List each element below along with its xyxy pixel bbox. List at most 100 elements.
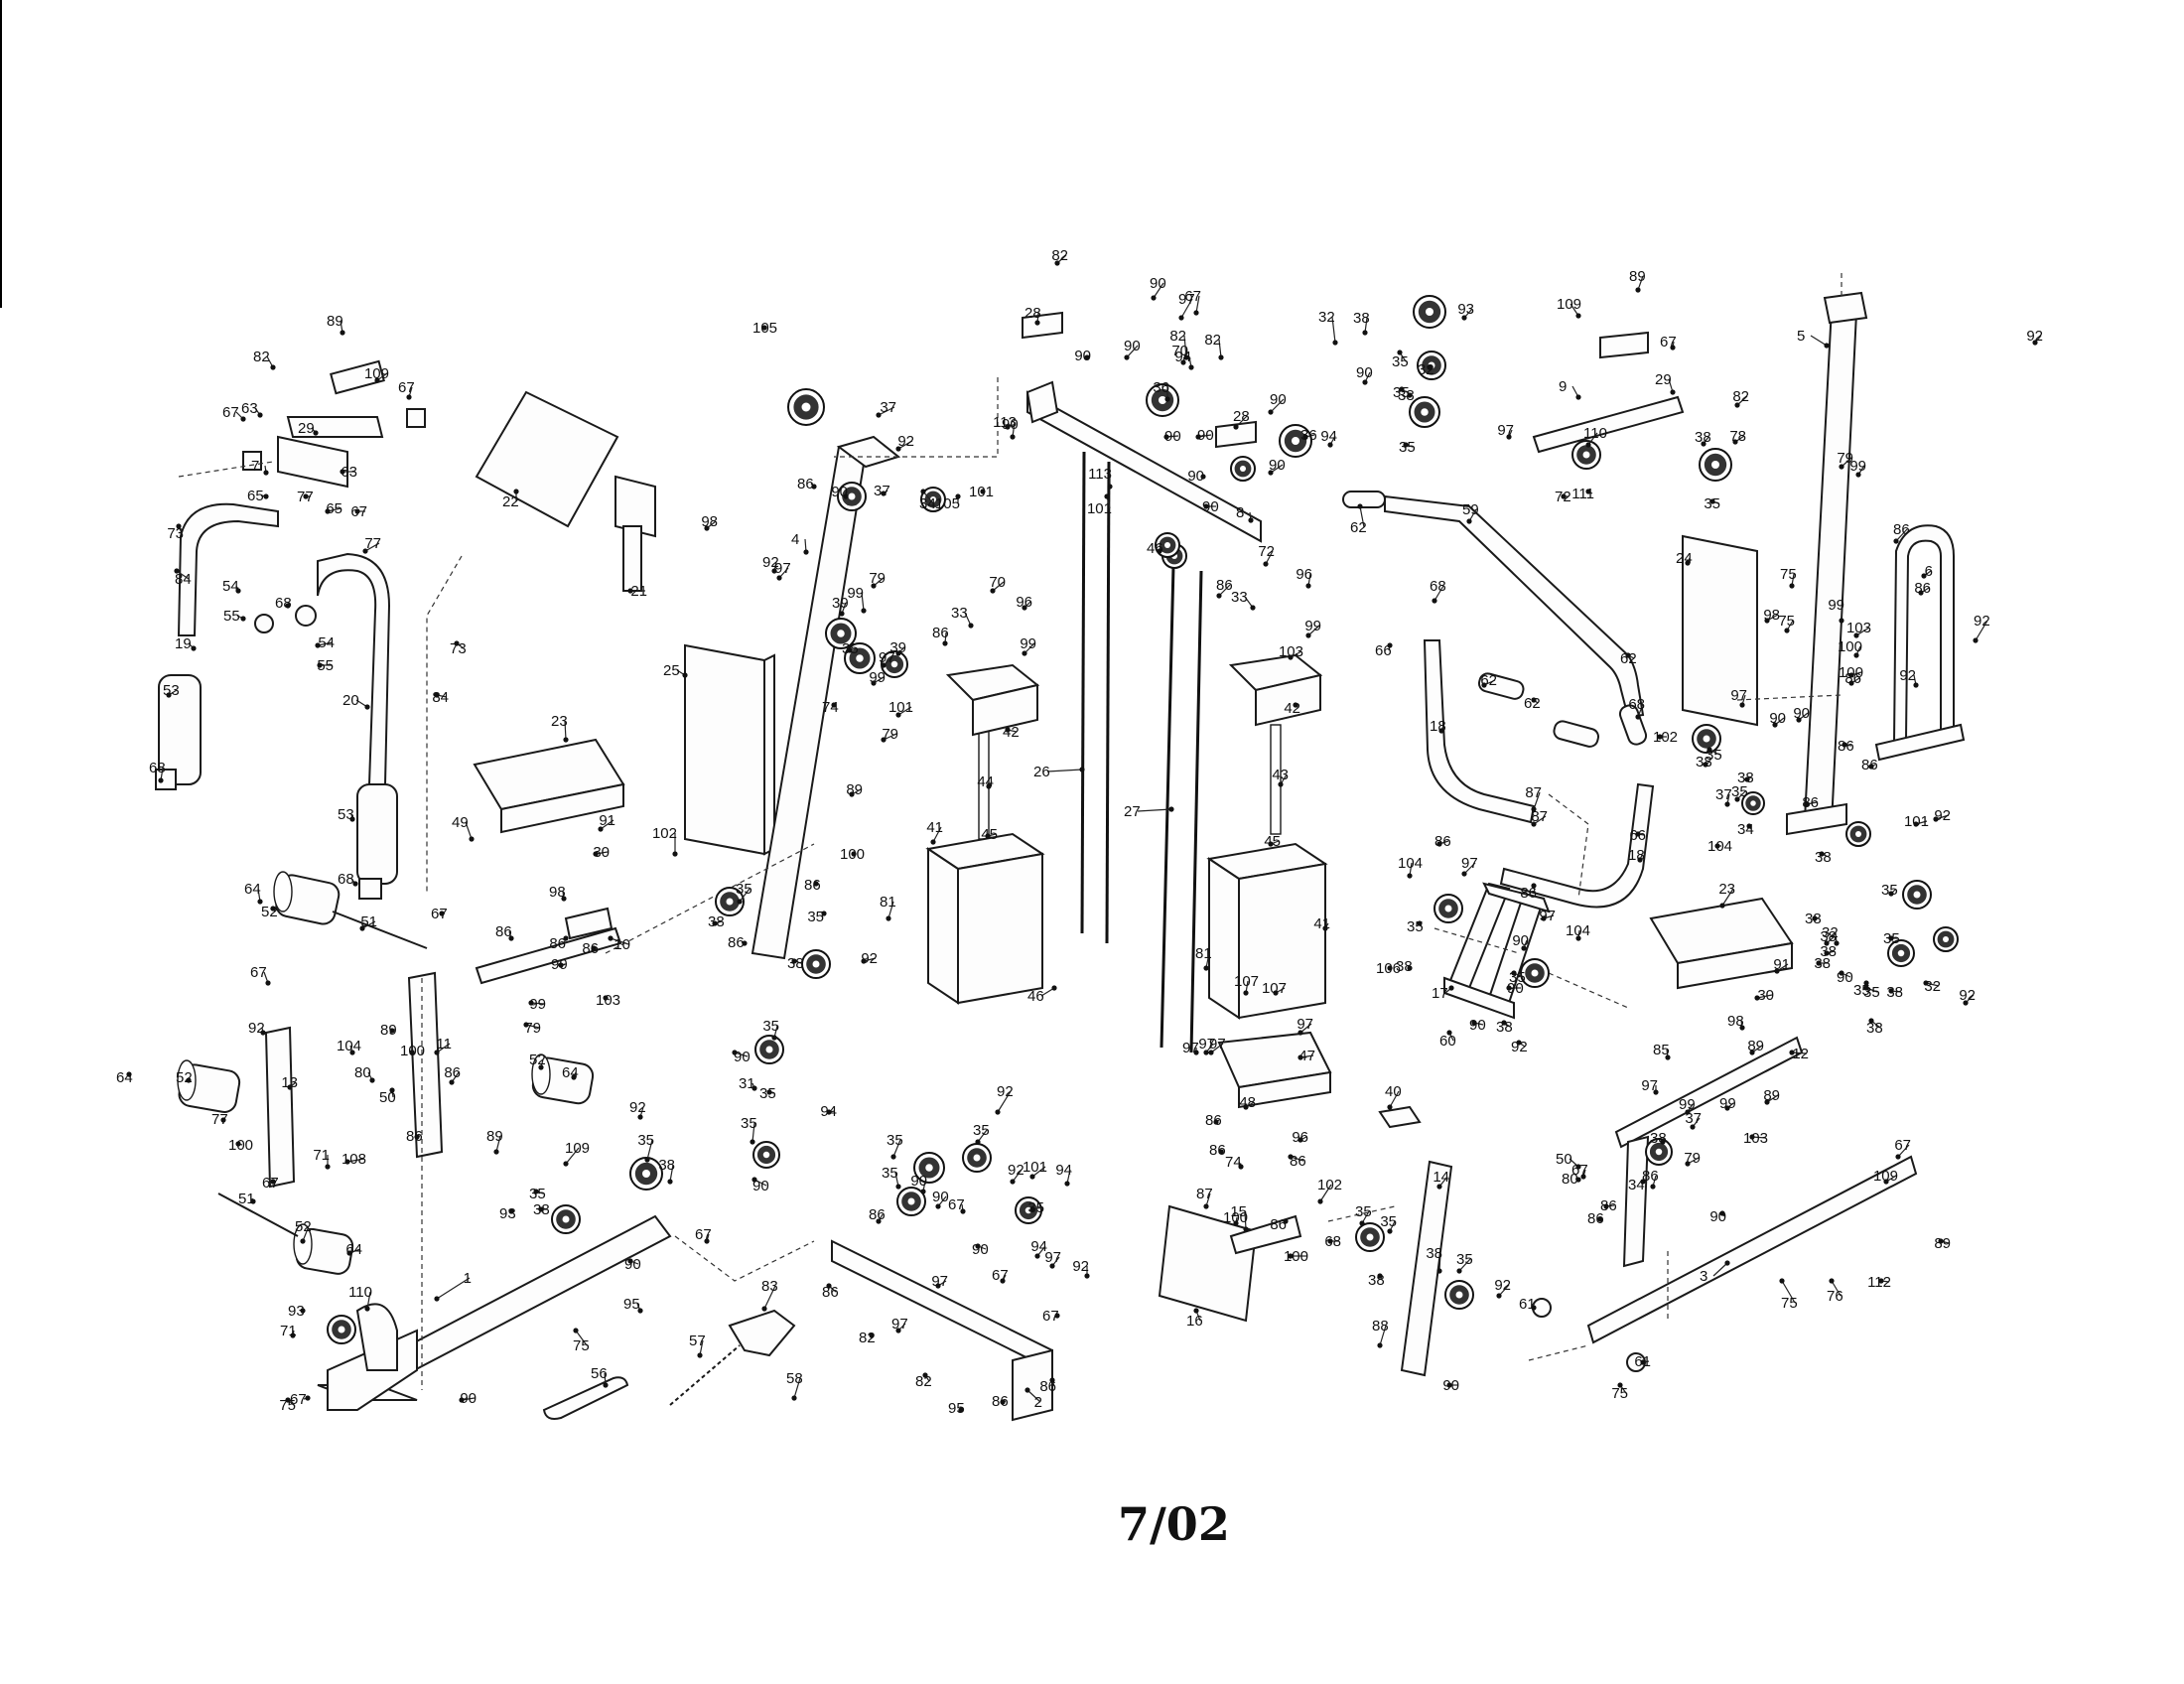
leader-line <box>861 592 865 612</box>
leader-dot <box>1617 1382 1623 1388</box>
pulley-mark <box>629 1157 663 1191</box>
callout-nut-92-13: 92 <box>1494 1277 1511 1299</box>
callout-nut-86-20: 86 <box>1520 883 1537 902</box>
part-number-label: 52 <box>295 1218 312 1235</box>
seat-bracket-left <box>564 907 614 940</box>
part-number-label: 61 <box>1519 1296 1536 1313</box>
leader-dot <box>1597 1216 1603 1222</box>
part-number-label: 100 <box>400 1043 425 1059</box>
part-number-label: 68 <box>1628 696 1645 713</box>
part-number-label: 35 <box>1456 1251 1473 1268</box>
leader-dot <box>593 851 599 857</box>
part-number-label: 100 <box>1838 638 1862 655</box>
leader-dot <box>1496 1293 1502 1299</box>
part-number-label: 38 <box>1396 958 1413 975</box>
callout-bolt-82-1: 82 <box>1051 247 1068 266</box>
callout-bolt-79-2: 79 <box>881 726 898 743</box>
press-arm-left-shape <box>1423 639 1536 824</box>
part-number-label: 68 <box>275 595 292 612</box>
callout-bolt-75-3: 75 <box>1779 1278 1798 1312</box>
callout-pulley-6: 35 <box>1706 747 1722 764</box>
callout-bolt-75-4: 75 <box>1611 1382 1628 1402</box>
chain-hook-plate <box>355 1303 398 1371</box>
leader-dot <box>1084 354 1090 360</box>
callout-pin-knob-2: 72 <box>1555 489 1571 505</box>
left-edge-mark <box>0 0 2 308</box>
leader-dot <box>1878 1278 1884 1284</box>
leader-dot <box>1918 590 1924 596</box>
callout-curl-arm-outer: 19 <box>175 635 197 652</box>
leader-dot <box>1541 915 1547 921</box>
callout-pulley-clip-1: 37 <box>876 399 896 418</box>
foam-axle-a <box>332 911 428 949</box>
callout-bolt-105-1: 105 <box>752 320 777 337</box>
part-number-label: 75 <box>1611 1385 1628 1402</box>
callout-base-frame-center: 2 <box>1024 1387 1042 1411</box>
callout-bolt-102-1: 102 <box>652 825 678 857</box>
callout-bolt-79-1: 79 <box>869 570 886 589</box>
callout-bushing-2: 55 <box>317 657 334 674</box>
callout-guide-rod-left: 26 <box>1033 764 1085 780</box>
leader-dot <box>1193 1308 1199 1314</box>
callout-pulley-22: 35 <box>1355 1203 1372 1226</box>
leader-dot <box>960 1208 966 1214</box>
part-number-label: 29 <box>1655 371 1672 388</box>
part-number-label: 35 <box>1392 353 1409 370</box>
leader-line <box>1046 769 1083 772</box>
callout-pivot-bolt-1: 65 <box>247 488 269 504</box>
upright-right-top <box>1823 291 1868 325</box>
leader-dot <box>1022 605 1027 611</box>
leader-dot <box>1706 747 1712 753</box>
part-number-label: 90 <box>734 1049 751 1065</box>
leader-dot <box>1863 985 1869 991</box>
part-number-label: 113 <box>1088 466 1112 483</box>
part-number-label: 92 <box>1072 1258 1089 1275</box>
callout-nut-86-1: 86 <box>797 476 817 492</box>
leader-dot <box>697 1352 703 1358</box>
part-number-label: 6 <box>1925 563 1933 580</box>
callout-washer-97-6: 97 <box>1539 908 1556 924</box>
back-pad-right-shape <box>1682 534 1758 727</box>
top-weight-left-side <box>972 683 1038 737</box>
part-number-label: 53 <box>338 806 354 823</box>
callout-pulley-26: 35 <box>1380 1213 1397 1234</box>
part-number-label: 70 <box>989 574 1006 591</box>
leader-dot <box>591 945 597 951</box>
callout-bolt-84-1: 84 <box>174 568 192 588</box>
leader-line <box>751 1122 755 1143</box>
callout-bolt-80-1: 80 <box>354 1064 375 1083</box>
callout-nut-86-11: 86 <box>1838 738 1854 755</box>
pulley-mark <box>837 482 867 511</box>
callout-nut-92-4: 92 <box>629 1099 646 1120</box>
part-number-label: 86 <box>1434 833 1451 850</box>
part-number-label: 90 <box>1709 1208 1726 1225</box>
part-number-label: 90 <box>910 1173 927 1190</box>
leader-line <box>1895 528 1908 542</box>
part-number-label: 101 <box>1904 813 1929 830</box>
part-number-label: 80 <box>354 1064 371 1081</box>
callout-bracket-109-4: 109 <box>1873 1168 1898 1185</box>
callout-bolt-91-1: 91 <box>598 812 615 832</box>
part-number-label: 70 <box>1171 343 1188 359</box>
leader-dot <box>890 1154 896 1160</box>
handle-grip-b <box>1553 720 1600 748</box>
callout-pulley-9: 35 <box>1407 918 1424 935</box>
leader-dot <box>958 1407 964 1413</box>
callout-press-arm-1: 18 <box>1430 718 1446 735</box>
stack-base-side <box>1238 1070 1331 1109</box>
part-number-label: 86 <box>406 1128 423 1145</box>
callout-back-pad-left: 25 <box>663 662 688 679</box>
leader-dot <box>1883 1179 1889 1185</box>
pulley-mark <box>1699 448 1732 482</box>
leader-dot <box>1824 940 1830 946</box>
callout-handle-grip-1: 62 <box>1350 503 1367 536</box>
part-number-label: 38 <box>658 1157 675 1174</box>
leader-dot <box>1516 1040 1522 1046</box>
part-number-label: 90 <box>1769 710 1786 727</box>
callout-bolt-89-3: 89 <box>846 781 863 798</box>
leader-dot <box>895 1184 901 1190</box>
leader-dot <box>1054 260 1060 266</box>
leader-dot <box>573 1328 579 1333</box>
part-number-label: 86 <box>1205 1112 1222 1129</box>
leader-dot <box>1603 1203 1609 1209</box>
